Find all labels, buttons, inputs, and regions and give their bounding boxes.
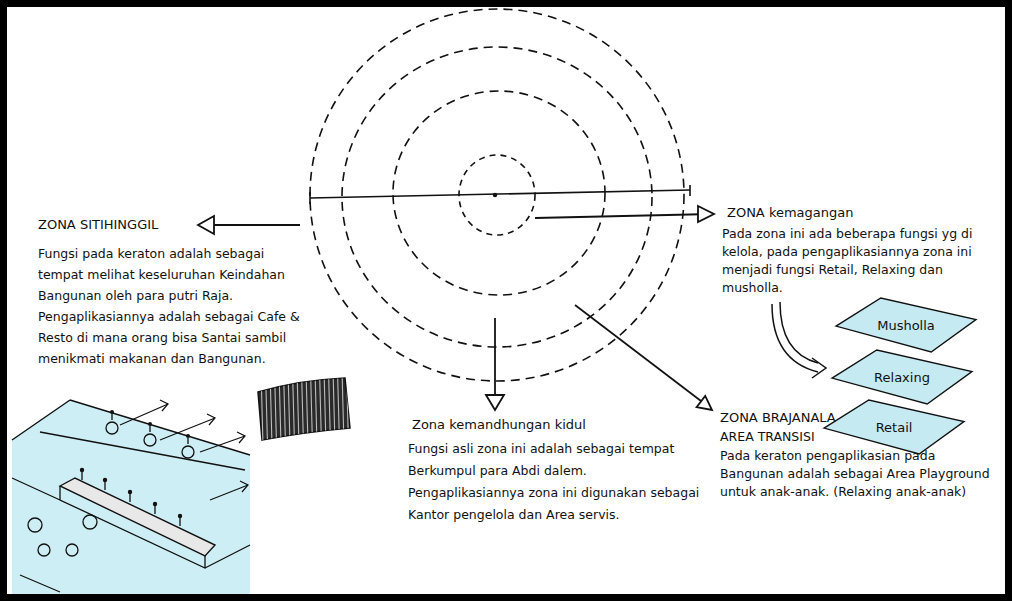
hatch-line	[297, 370, 299, 445]
plane-outline	[836, 298, 976, 352]
hatch-line	[288, 370, 290, 445]
hatch-line	[324, 370, 326, 445]
hatch-line	[302, 370, 304, 445]
zone-description: Pada keraton pengaplikasian pada Banguna…	[720, 447, 996, 501]
arrow-head	[486, 395, 504, 410]
terrace-fill	[12, 400, 250, 594]
zone-description: Fungsi pada keraton adalah sebagai tempa…	[38, 243, 300, 369]
arrow-head	[812, 358, 826, 378]
hatch-line	[311, 370, 313, 445]
arrow-head	[697, 396, 712, 410]
terrace-edge	[12, 400, 250, 470]
hatch-line	[306, 370, 308, 445]
arrow-head	[198, 216, 214, 234]
zone-description: Pada zona ini ada beberapa fungsi yg di …	[722, 225, 994, 297]
zone-heading: Zona kemandhungan kidul	[412, 416, 692, 434]
leader-arrow	[494, 318, 496, 396]
person-symbol	[28, 414, 194, 556]
hatch-line	[342, 370, 344, 445]
view-arrow-head	[160, 400, 248, 492]
plane-label: Retail	[824, 400, 964, 435]
hatch-line	[347, 370, 349, 445]
hatch-line	[279, 370, 281, 445]
hatch-line	[338, 370, 340, 445]
plane-outline	[832, 350, 972, 404]
axis-line	[310, 190, 690, 198]
person-symbol	[80, 410, 190, 518]
axis-tick	[310, 185, 690, 204]
arrow-head	[698, 206, 714, 222]
view-arrow	[20, 404, 248, 592]
hatch-line	[270, 370, 272, 445]
hatch-line	[333, 370, 335, 445]
plane-node: Relaxing	[832, 350, 972, 404]
zone-heading: ZONA SITIHINGGIL	[38, 216, 288, 234]
double-arrow	[772, 304, 818, 372]
plane-label: Relaxing	[832, 350, 972, 385]
hatch-line	[320, 370, 322, 445]
hatch-line	[275, 370, 277, 445]
hatch-line	[329, 370, 331, 445]
zone-ring	[310, 9, 684, 381]
leader-arrow	[535, 214, 712, 218]
zone-description: Fungsi asli zona ini adalah sebagai temp…	[408, 438, 700, 526]
hatch-line	[284, 370, 286, 445]
hatch-line	[261, 370, 263, 445]
plane-node: Retail	[824, 400, 964, 454]
hatch-line	[293, 370, 295, 445]
hatch-line	[351, 370, 353, 445]
leader-arrow	[575, 305, 701, 401]
plane-outline	[824, 400, 964, 454]
bench-sketch	[60, 478, 215, 556]
plane-label: Musholla	[836, 298, 976, 333]
hatch-lines	[261, 370, 353, 445]
bench-sketch	[12, 478, 250, 568]
frame-border	[4, 4, 1009, 598]
zone-subheading: AREA TRANSISI	[720, 428, 990, 445]
double-arrow	[780, 302, 818, 363]
plane-node: Musholla	[836, 298, 976, 352]
hatch-line	[315, 370, 317, 445]
zone-heading: ZONA BRAJANALA	[720, 409, 990, 427]
leader-arrow	[200, 224, 300, 226]
zone-heading: ZONA kemagangan	[727, 204, 997, 222]
hatch-line	[266, 370, 268, 445]
